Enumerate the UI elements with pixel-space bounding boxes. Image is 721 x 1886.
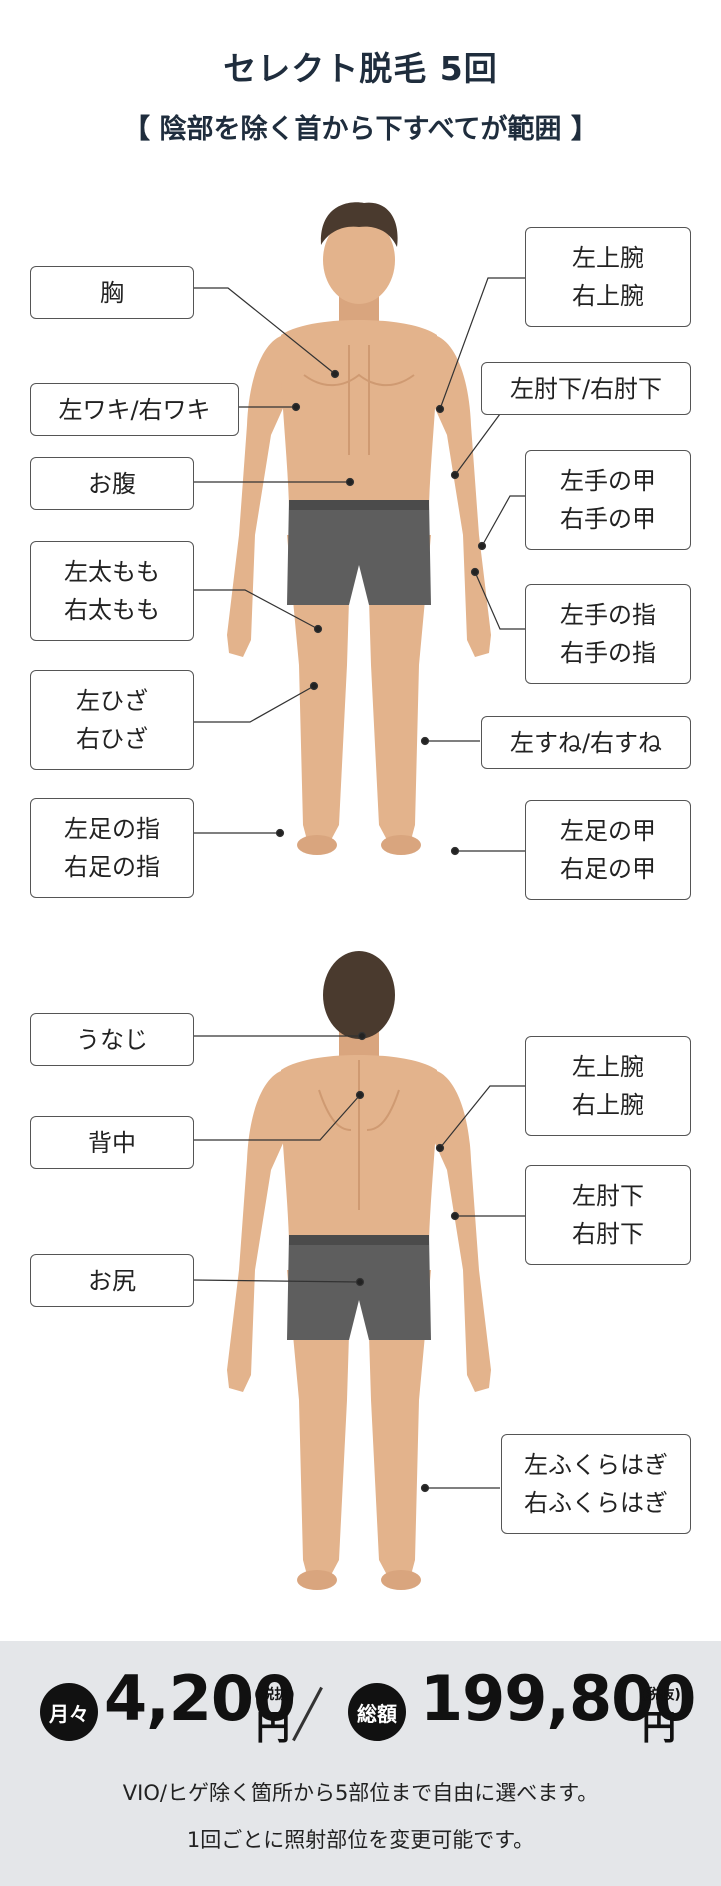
label-fingers: 左手の指 右手の指 [525, 584, 691, 684]
label-buttocks: お尻 [30, 1254, 194, 1307]
back-figure [227, 951, 491, 1590]
monthly-tax-note: (税抜) [254, 1687, 295, 1703]
leader-lines-back [192, 1031, 525, 1493]
monthly-badge: 月々 [40, 1683, 98, 1741]
label-chest: 胸 [30, 266, 194, 319]
label-toes: 左足の指 右足の指 [30, 798, 194, 898]
label-hand-back: 左手の甲 右手の甲 [525, 450, 691, 550]
label-armpit: 左ワキ/右ワキ [30, 383, 239, 436]
label-knee: 左ひざ 右ひざ [30, 670, 194, 770]
label-back: 背中 [30, 1116, 194, 1169]
front-figure [227, 202, 491, 855]
total-price: 199,800 [420, 1662, 696, 1735]
label-calf: 左ふくらはぎ 右ふくらはぎ [501, 1434, 691, 1534]
label-foot-back: 左足の甲 右足の甲 [525, 800, 691, 900]
note-line-1: VIO/ヒゲ除く箇所から5部位まで自由に選べます。 [122, 1781, 599, 1805]
page-title: セレクト脱毛 5回 [223, 49, 498, 88]
note-line-2: 1回ごとに照射部位を変更可能です。 [186, 1828, 535, 1852]
label-shin: 左すね/右すね [481, 716, 691, 769]
monthly-yen: 円 [256, 1708, 290, 1748]
price-panel [0, 1641, 721, 1886]
label-belly: お腹 [30, 457, 194, 510]
label-upper-arm: 左上腕 右上腕 [525, 227, 691, 327]
label-thigh: 左太もも 右太もも [30, 541, 194, 641]
total-tax-note: (税抜) [640, 1687, 681, 1703]
label-back-forearm: 左肘下 右肘下 [525, 1165, 691, 1265]
label-nape: うなじ [30, 1013, 194, 1066]
label-forearm: 左肘下/右肘下 [481, 362, 691, 415]
label-back-upper-arm: 左上腕 右上腕 [525, 1036, 691, 1136]
body-illustration [192, 202, 525, 1590]
total-badge: 総額 [348, 1683, 406, 1741]
total-yen: 円 [642, 1708, 676, 1748]
page-subtitle: 【 陰部を除く首から下すべてが範囲 】 [123, 114, 598, 145]
monthly-price: 4,200 [104, 1662, 296, 1735]
